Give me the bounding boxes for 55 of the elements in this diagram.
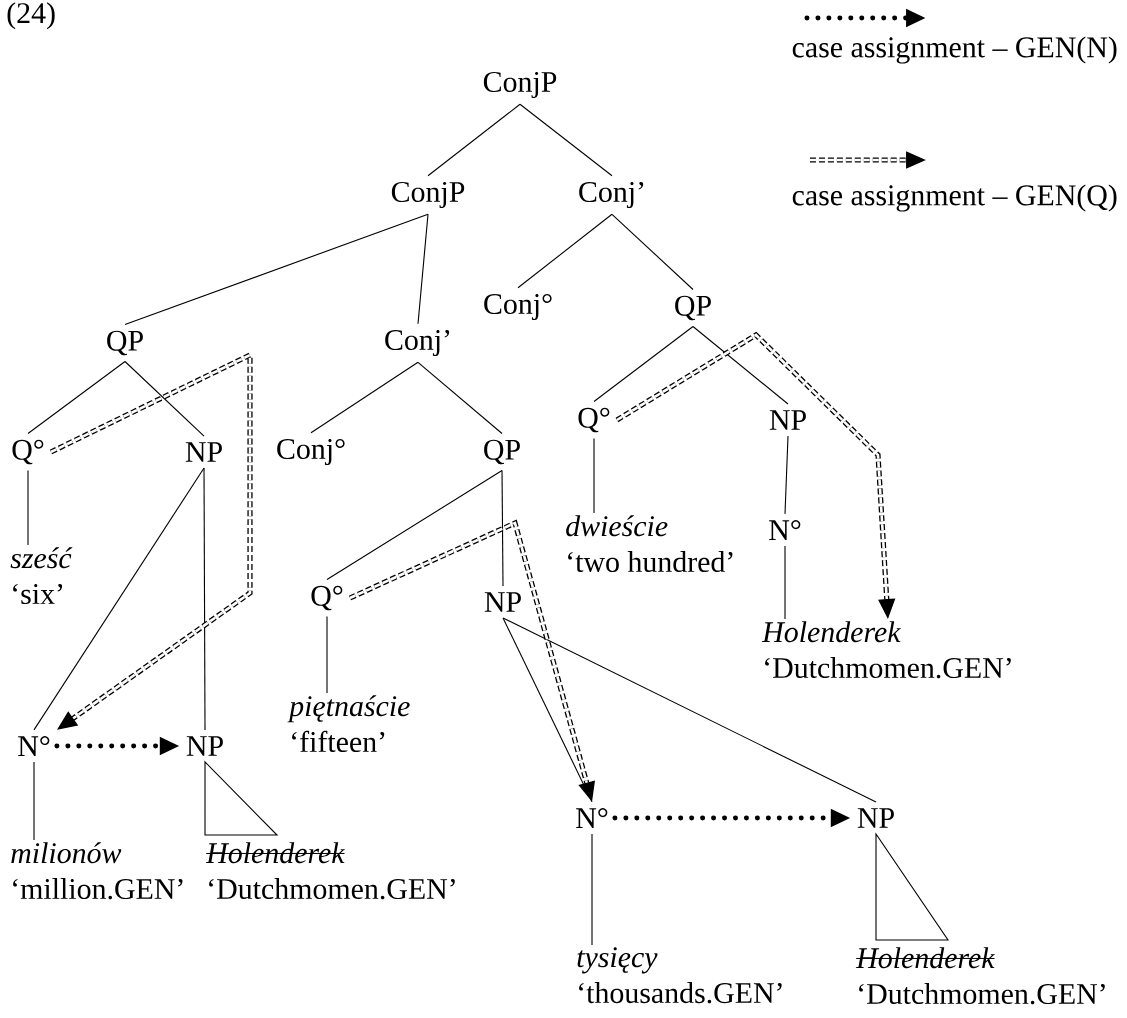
case-arrow <box>49 350 253 730</box>
tree-branch <box>517 213 613 289</box>
tree-branch <box>203 467 206 731</box>
tree-label: QP <box>675 295 711 321</box>
tree-branch <box>33 467 205 731</box>
example-number: (24) <box>7 2 55 30</box>
word-gloss: sześć ‘six’ <box>10 547 73 605</box>
tree-branch <box>326 616 328 694</box>
tree-label: Conj° <box>484 293 552 321</box>
tree-branch <box>611 213 694 291</box>
tree-branch <box>692 325 789 405</box>
tree-branch <box>502 617 877 803</box>
tree-branch <box>27 470 29 546</box>
tree-branch <box>784 545 786 620</box>
tree-branch <box>417 213 429 325</box>
tree-label: Conj° <box>277 438 345 466</box>
word-gloss: tysięcy ‘thousands.GEN’ <box>577 947 782 1004</box>
tree-branch <box>501 469 504 587</box>
tree-label: NP <box>186 736 223 756</box>
tree-branch <box>591 833 593 946</box>
tree-label: ConjP <box>483 71 557 99</box>
word-gloss: Holenderek ‘Dutchmomen.GEN’ <box>761 621 1011 679</box>
tree-branch <box>326 469 503 580</box>
word-gloss: piętnaście ‘fifteen’ <box>287 695 410 753</box>
tree-label: Conj’ <box>579 181 644 209</box>
tree-label: Q° <box>311 585 343 611</box>
tree-branch <box>33 761 35 841</box>
tree-label: NP <box>484 592 521 612</box>
tree-branch <box>519 103 613 177</box>
tree-label: N° <box>769 520 801 540</box>
tree-label: NP <box>857 808 894 828</box>
word-gloss: milionów ‘million.GEN’ <box>11 842 183 900</box>
tree-label: N° <box>18 736 50 756</box>
tree-branch <box>593 325 694 402</box>
tree-branch <box>124 360 205 437</box>
tree-label: NP <box>185 442 222 462</box>
tree-label: QP <box>107 330 143 356</box>
tree-branch <box>124 213 429 326</box>
legend-label: case assignment – GEN(N) <box>792 36 1117 64</box>
tree-label: Q° <box>578 407 610 433</box>
tree-branch <box>310 361 419 434</box>
tree-label: N° <box>576 808 608 828</box>
tree-branch <box>784 435 789 515</box>
tree-branch <box>593 438 595 514</box>
tree-branch <box>27 360 126 434</box>
legend-label: case assignment – GEN(Q) <box>792 184 1117 212</box>
tree-label: Q° <box>12 439 44 465</box>
tree-label: NP <box>769 410 806 430</box>
tree-label: Conj’ <box>385 329 450 357</box>
tree-branch <box>417 361 503 435</box>
tree-branch <box>427 103 521 177</box>
tree-label: ConjP <box>391 181 465 209</box>
tree-label: QP <box>484 439 520 465</box>
word-gloss: dwieście ‘two hundred’ <box>566 515 733 573</box>
tree-branch <box>502 617 593 803</box>
